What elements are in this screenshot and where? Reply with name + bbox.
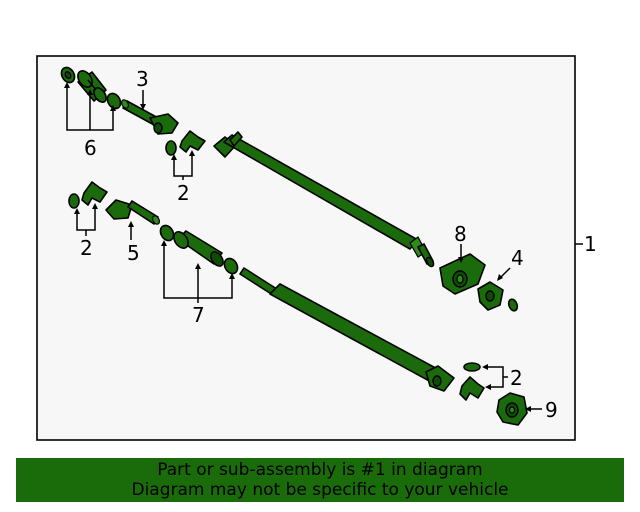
callout-5-arrow: [128, 221, 134, 227]
callout-2-right: 2: [510, 366, 523, 390]
callout-7: 7: [192, 303, 205, 327]
disclaimer-banner: Part or sub-assembly is #1 in diagram Di…: [16, 458, 624, 502]
callout-3-arrow: [140, 104, 146, 110]
callout-4-arrow: [497, 274, 503, 281]
part-4-flange-yoke: [477, 281, 519, 312]
callout-1: 1: [584, 232, 597, 256]
callout-7-leader: [163, 243, 233, 303]
callout-2-left-leader: [76, 206, 96, 236]
lower-drive-shaft: [239, 267, 455, 392]
callout-8: 8: [454, 222, 467, 246]
part-7-ring: [223, 257, 239, 275]
part-6-seal: [60, 66, 76, 84]
callout-2-left-arrows: [74, 203, 98, 214]
callout-3: 3: [136, 67, 149, 91]
callout-4-leader: [499, 267, 511, 279]
part-5-slip-yoke: [105, 199, 161, 225]
callout-8-arrow: [458, 257, 464, 263]
part-7-seal: [159, 224, 175, 242]
callout-2-left: 2: [80, 236, 93, 260]
callout-2-upper-arrows: [171, 150, 195, 160]
callout-9: 9: [545, 398, 558, 422]
callout-9-arrow: [525, 406, 531, 412]
diagram-frame: [36, 55, 576, 441]
callout-6: 6: [84, 136, 97, 160]
callout-4: 4: [511, 246, 524, 270]
callout-2-right-arrows: [482, 364, 491, 390]
upper-drive-shaft: [213, 131, 435, 268]
parts-diagram: 1 2 2 2 3 4 5 6 7 8 9: [36, 55, 597, 441]
callout-6-leader: [66, 85, 114, 131]
part-9-flange: [496, 392, 528, 426]
part-8-center-bearing: [439, 253, 486, 295]
part-2-ujoint-left: [68, 181, 108, 209]
part-7-boot: [173, 230, 224, 267]
banner-line-2: Diagram may not be specific to your vehi…: [131, 480, 509, 500]
part-6-boot: [77, 70, 107, 103]
callout-2-upper: 2: [177, 181, 190, 205]
part-3-slip-yoke: [120, 99, 179, 135]
callout-2-right-leader: [486, 366, 508, 388]
part-2-ujoint-right: [459, 362, 485, 401]
part-2-ujoint-upper: [165, 130, 206, 156]
part-6-ring: [106, 92, 122, 110]
banner-line-1: Part or sub-assembly is #1 in diagram: [157, 460, 483, 480]
callout-5: 5: [127, 241, 140, 265]
callout-2-upper-leader: [173, 153, 193, 180]
